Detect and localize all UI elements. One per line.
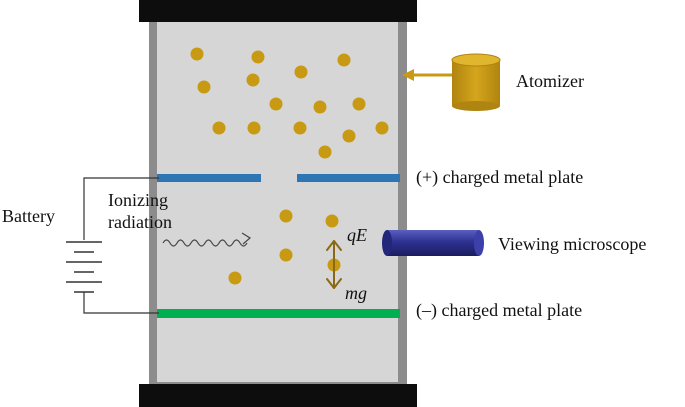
- ionizing-radiation-label-line1: Ionizing: [108, 190, 168, 210]
- oil-droplet: [294, 65, 308, 79]
- oil-droplet: [251, 50, 265, 64]
- positive-plate-label: (+) charged metal plate: [416, 167, 583, 188]
- oil-droplet: [190, 47, 204, 61]
- oil-droplet: [375, 121, 389, 135]
- electric-force-label: qE: [347, 225, 367, 245]
- oil-droplet: [293, 121, 307, 135]
- oil-droplet: [342, 129, 356, 143]
- oil-droplet: [197, 80, 211, 94]
- ionizing-radiation-label-line2: radiation: [108, 212, 172, 232]
- negative-plate: [157, 309, 400, 318]
- oil-droplet: [247, 121, 261, 135]
- bottom-end-cap: [139, 384, 417, 407]
- microscope-icon: [382, 230, 484, 256]
- oil-droplet: [313, 100, 327, 114]
- battery-label: Battery: [2, 206, 55, 226]
- atomizer-label: Atomizer: [516, 71, 584, 91]
- oil-droplet: [337, 53, 351, 67]
- force-arrow-icon: [326, 240, 342, 289]
- positive-plate-right: [297, 174, 400, 182]
- oil-droplets-lower: [228, 209, 341, 285]
- oil-droplet: [325, 214, 339, 228]
- atomizer-icon: [402, 53, 501, 111]
- viewing-microscope-label: Viewing microscope: [498, 234, 646, 254]
- top-end-cap: [139, 0, 417, 22]
- chamber-interior: [157, 22, 398, 382]
- positive-plate: [157, 174, 400, 182]
- oil-droplet: [228, 271, 242, 285]
- battery-circuit: [83, 177, 159, 314]
- battery-icon: [66, 241, 102, 293]
- oil-droplet: [279, 209, 293, 223]
- oil-droplet: [269, 97, 283, 111]
- wire-bottom: [83, 292, 159, 314]
- oil-droplets-upper: [190, 47, 389, 159]
- oil-droplet: [352, 97, 366, 111]
- wire-top: [83, 177, 159, 240]
- chamber: [139, 0, 417, 407]
- oil-droplet: [279, 248, 293, 262]
- oil-droplet: [318, 145, 332, 159]
- negative-plate-label: (–) charged metal plate: [416, 300, 582, 321]
- oil-droplet: [246, 73, 260, 87]
- oil-droplet: [212, 121, 226, 135]
- radiation-wave-icon: [162, 232, 252, 247]
- positive-plate-left: [157, 174, 261, 182]
- gravity-force-label: mg: [345, 283, 367, 303]
